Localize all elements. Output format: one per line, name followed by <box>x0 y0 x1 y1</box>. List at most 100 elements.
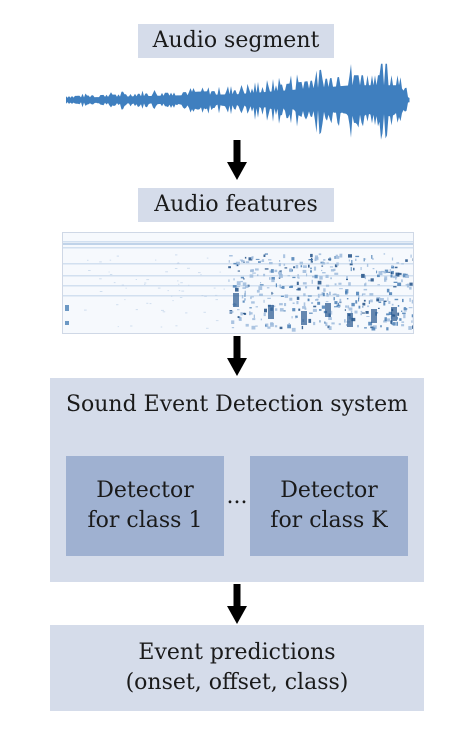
spectrogram-mark <box>252 318 256 321</box>
spectrogram-mark <box>242 287 247 289</box>
spectrogram-mark <box>146 279 150 281</box>
spectrogram-mark <box>283 310 286 312</box>
spectrogram-mark <box>360 310 363 313</box>
spectrogram-mark <box>244 298 246 301</box>
spectrogram-mark <box>215 294 218 296</box>
spectrogram-mark <box>345 289 349 293</box>
spectrogram-mark <box>310 261 313 263</box>
spectrogram-mark <box>215 320 219 322</box>
spectrogram-mark <box>346 276 348 280</box>
spectrogram-mark <box>63 275 413 277</box>
spectrogram-mark <box>321 305 325 309</box>
spectrogram-mark <box>275 308 278 311</box>
spectrogram-mark <box>335 255 340 259</box>
spectrogram-mark <box>376 270 378 274</box>
spectrogram-mark <box>242 312 246 315</box>
spectrogram-mark <box>263 254 266 257</box>
spectrogram-mark <box>391 323 394 325</box>
spectrogram-mark <box>271 292 274 294</box>
spectrogram-mark <box>360 313 362 316</box>
spectrogram-mark <box>203 311 206 313</box>
spectrogram-mark <box>317 301 321 305</box>
spectrogram-mark <box>338 282 342 285</box>
spectrogram-mark <box>321 269 323 272</box>
spectrogram-mark <box>350 267 352 272</box>
spectrogram-mark <box>274 269 278 273</box>
spectrogram-mark <box>279 308 284 312</box>
spectrogram-mark <box>237 309 240 311</box>
spectrogram-mark <box>311 279 313 284</box>
spectrogram-mark <box>265 324 267 327</box>
spectrogram-mark <box>368 300 370 304</box>
spectrogram-mark <box>63 247 413 249</box>
spectrogram-mark <box>317 293 320 298</box>
spectrogram-mark <box>280 295 284 297</box>
spectrogram-mark <box>99 261 102 263</box>
spectrogram-mark <box>270 269 274 273</box>
spectrogram-mark <box>386 327 389 331</box>
spectrogram-mark <box>229 310 234 313</box>
spectrogram-mark <box>399 318 402 321</box>
spectrogram-mark <box>228 260 230 263</box>
spectrogram-mark <box>295 315 298 318</box>
spectrogram-mark <box>255 306 258 308</box>
spectrogram-mark <box>336 304 341 307</box>
spectrogram-mark <box>366 316 370 317</box>
spectrogram-mark <box>63 241 413 243</box>
spectrogram-mark <box>174 268 178 269</box>
spectrogram-mark <box>272 305 276 307</box>
spectrogram-mark <box>309 312 313 314</box>
spectrogram-mark <box>308 259 312 261</box>
spectrogram-mark <box>364 258 367 260</box>
spectrogram-mark <box>242 282 247 287</box>
spectrogram-mark <box>339 253 343 258</box>
spectrogram-mark <box>302 306 306 309</box>
arrow-down-icon <box>227 140 247 180</box>
spectrogram-mark <box>335 254 338 256</box>
spectrogram-mark <box>366 263 369 267</box>
spectrogram-mark <box>245 285 249 288</box>
spectrogram-mark <box>329 257 331 261</box>
spectrogram-mark <box>292 302 295 304</box>
spectrogram-mark <box>249 311 251 316</box>
spectrogram-mark <box>255 258 260 260</box>
spectrogram-mark <box>237 316 240 318</box>
sed-system-title: Sound Event Detection system <box>65 392 409 417</box>
spectrogram-mark <box>268 305 274 319</box>
spectrogram-mark <box>87 259 89 261</box>
detector-1-line-1: Detector <box>96 478 194 504</box>
spectrogram-mark <box>395 277 397 280</box>
spectrogram-mark <box>350 310 353 314</box>
spectrogram-mark <box>161 309 164 311</box>
spectrogram-mark <box>358 295 360 300</box>
spectrogram-mark <box>349 263 353 266</box>
spectrogram-mark <box>185 312 188 314</box>
spectrogram-mark <box>259 284 264 286</box>
spectrogram-mark <box>231 327 235 329</box>
spectrogram-mark <box>135 309 138 311</box>
spectrogram-mark <box>389 292 393 296</box>
spectrogram-mark <box>378 301 382 303</box>
spectrogram-mark <box>362 293 366 295</box>
spectrogram-mark <box>279 270 282 273</box>
spectrogram-mark <box>405 273 408 276</box>
detector-class-k: Detector for class K <box>250 456 408 556</box>
spectrogram-mark <box>334 306 338 308</box>
spectrogram-mark <box>376 298 379 302</box>
spectrogram-mark <box>411 314 413 318</box>
spectrogram-mark <box>178 283 180 285</box>
spectrogram-mark <box>88 270 91 271</box>
spectrogram-mark <box>240 312 243 316</box>
spectrogram-mark <box>284 267 288 269</box>
spectrogram-mark <box>358 297 360 302</box>
spectrogram-mark <box>365 282 367 285</box>
spectrogram-mark <box>271 291 273 295</box>
spectrogram-mark <box>298 308 301 311</box>
spectrogram-mark <box>371 255 373 259</box>
spectrogram-mark <box>364 275 366 280</box>
spectrogram-mark <box>121 284 124 286</box>
spectrogram-mark <box>245 261 250 264</box>
spectrogram-mark <box>351 302 355 307</box>
spectrogram-mark <box>383 300 387 302</box>
spectrogram-mark <box>390 320 392 324</box>
